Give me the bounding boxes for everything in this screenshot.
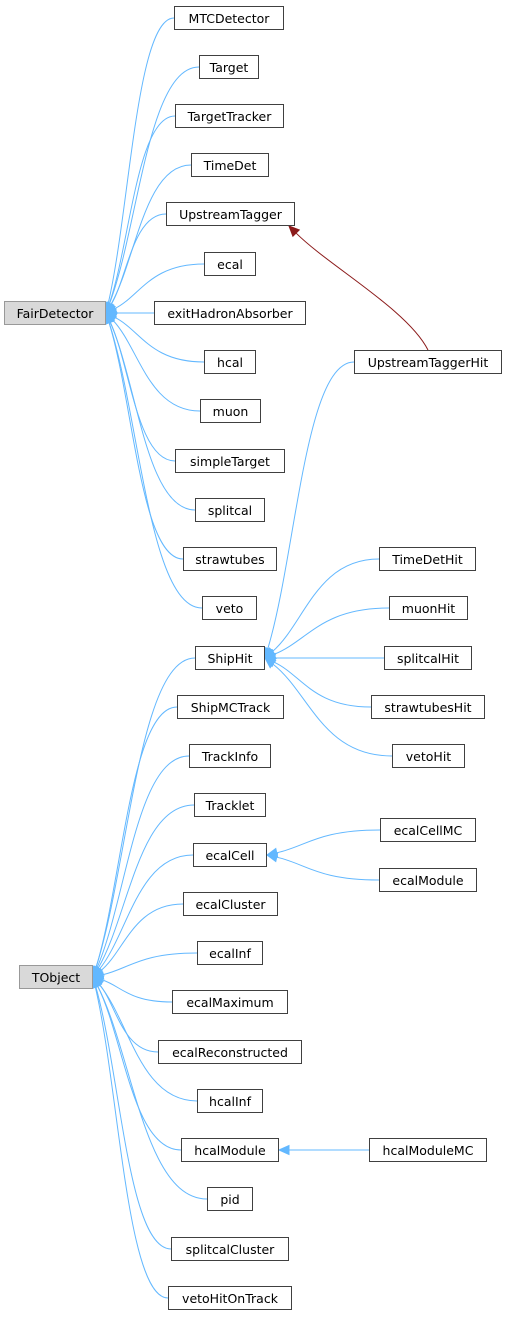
node-ecalcluster[interactable]: ecalCluster <box>183 892 278 916</box>
edge-upstreamtaggerhit-to-upstreamtagger <box>295 232 429 351</box>
node-mtcdetector[interactable]: MTCDetector <box>174 6 284 30</box>
node-tobject: TObject <box>19 965 93 989</box>
edge-pid-to-tobject <box>97 985 208 1200</box>
node-ecalmodule[interactable]: ecalModule <box>379 868 477 892</box>
node-ecalcell[interactable]: ecalCell <box>193 843 267 867</box>
edge-splitcal-to-fairdetector <box>109 321 196 511</box>
node-exithadronabsorber[interactable]: exitHadronAbsorber <box>154 301 306 325</box>
edge-simpletarget-to-fairdetector <box>109 321 176 462</box>
arrowhead-upstreamtaggerhit-to-upstreamtagger <box>288 225 301 238</box>
node-targettracker[interactable]: TargetTracker <box>175 104 284 128</box>
node-splitcalcluster[interactable]: splitcalCluster <box>171 1237 289 1261</box>
edge-veto-to-fairdetector <box>108 322 203 609</box>
node-strawtubes[interactable]: strawtubes <box>183 547 277 571</box>
edge-trackinfo-to-tobject <box>96 755 190 969</box>
edge-hcal-to-fairdetector <box>114 317 205 363</box>
node-hcal[interactable]: hcal <box>204 350 256 374</box>
edge-strawtubeshit-to-shiphit <box>273 661 372 708</box>
node-hcalinf[interactable]: hcalInf <box>197 1089 263 1113</box>
node-upstreamtaggerhit[interactable]: UpstreamTaggerHit <box>354 350 502 374</box>
node-muon[interactable]: muon <box>200 399 261 423</box>
edge-hcalinf-to-tobject <box>99 984 198 1102</box>
edge-timedethit-to-shiphit <box>272 558 380 652</box>
edge-upstreamtaggerhit-to-shiphit <box>267 361 355 649</box>
edge-splitcalcluster-to-tobject <box>95 986 172 1250</box>
edge-ecalcluster-to-tobject <box>100 903 184 972</box>
node-ecalinf[interactable]: ecalInf <box>197 941 263 965</box>
edge-shiphit-to-tobject <box>95 657 196 968</box>
edge-ecalmaximum-to-tobject <box>102 979 173 1003</box>
node-vetohit[interactable]: vetoHit <box>392 744 465 768</box>
edge-ecalcell-to-tobject <box>98 854 194 970</box>
node-hcalmodulemc[interactable]: hcalModuleMC <box>369 1138 487 1162</box>
edge-hcalmodule-to-tobject <box>97 985 182 1151</box>
node-upstreamtagger[interactable]: UpstreamTagger <box>166 202 295 226</box>
node-splitcalhit[interactable]: splitcalHit <box>384 646 472 670</box>
arrowhead-vetohit-to-shiphit <box>264 657 277 669</box>
node-shiphit[interactable]: ShipHit <box>195 646 265 670</box>
node-timedethit[interactable]: TimeDetHit <box>379 547 476 571</box>
node-tracklet[interactable]: Tracklet <box>194 793 266 817</box>
node-hcalmodule[interactable]: hcalModule <box>181 1138 279 1162</box>
node-fairdetector: FairDetector <box>4 301 106 325</box>
edge-strawtubes-to-fairdetector <box>108 322 184 560</box>
node-ecalreconstructed[interactable]: ecalReconstructed <box>158 1040 302 1064</box>
edge-upstreamtagger-to-fairdetector <box>110 213 167 305</box>
edge-mtcdetector-to-fairdetector <box>107 17 175 304</box>
edge-vetohit-to-shiphit <box>272 663 393 757</box>
edge-ecalcellmc-to-ecalcell <box>276 829 381 854</box>
node-shipmctrack[interactable]: ShipMCTrack <box>177 695 284 719</box>
node-strawtubeshit[interactable]: strawtubesHit <box>371 695 485 719</box>
edge-targettracker-to-fairdetector <box>108 115 176 304</box>
edge-muon-to-fairdetector <box>112 319 201 412</box>
node-ecal[interactable]: ecal <box>204 252 256 276</box>
node-simpletarget[interactable]: simpleTarget <box>175 449 285 473</box>
node-vetohitontrack[interactable]: vetoHitOnTrack <box>168 1286 292 1310</box>
node-timedet[interactable]: TimeDet <box>191 153 269 177</box>
node-trackinfo[interactable]: TrackInfo <box>189 744 271 768</box>
edge-muonhit-to-shiphit <box>274 607 390 655</box>
node-ecalmaximum[interactable]: ecalMaximum <box>172 990 288 1014</box>
node-pid[interactable]: pid <box>207 1187 253 1211</box>
edge-ecalmodule-to-ecalcell <box>276 856 380 881</box>
arrowhead-ecalmodule-to-ecalcell <box>265 852 279 863</box>
edge-vetohitontrack-to-tobject <box>94 986 169 1299</box>
edge-timedet-to-fairdetector <box>110 164 192 305</box>
node-splitcal[interactable]: splitcal <box>195 498 265 522</box>
edge-ecalinf-to-tobject <box>102 952 198 976</box>
node-ecalcellmc[interactable]: ecalCellMC <box>380 818 476 842</box>
edge-shipmctrack-to-tobject <box>95 706 178 968</box>
arrowhead-hcalmodulemc-to-hcalmodule <box>277 1144 290 1156</box>
edge-ecal-to-fairdetector <box>114 263 205 309</box>
edge-tracklet-to-tobject <box>97 804 195 969</box>
edge-target-to-fairdetector <box>109 66 200 304</box>
node-muonhit[interactable]: muonHit <box>389 596 468 620</box>
node-target[interactable]: Target <box>199 55 259 79</box>
node-veto[interactable]: veto <box>202 596 257 620</box>
